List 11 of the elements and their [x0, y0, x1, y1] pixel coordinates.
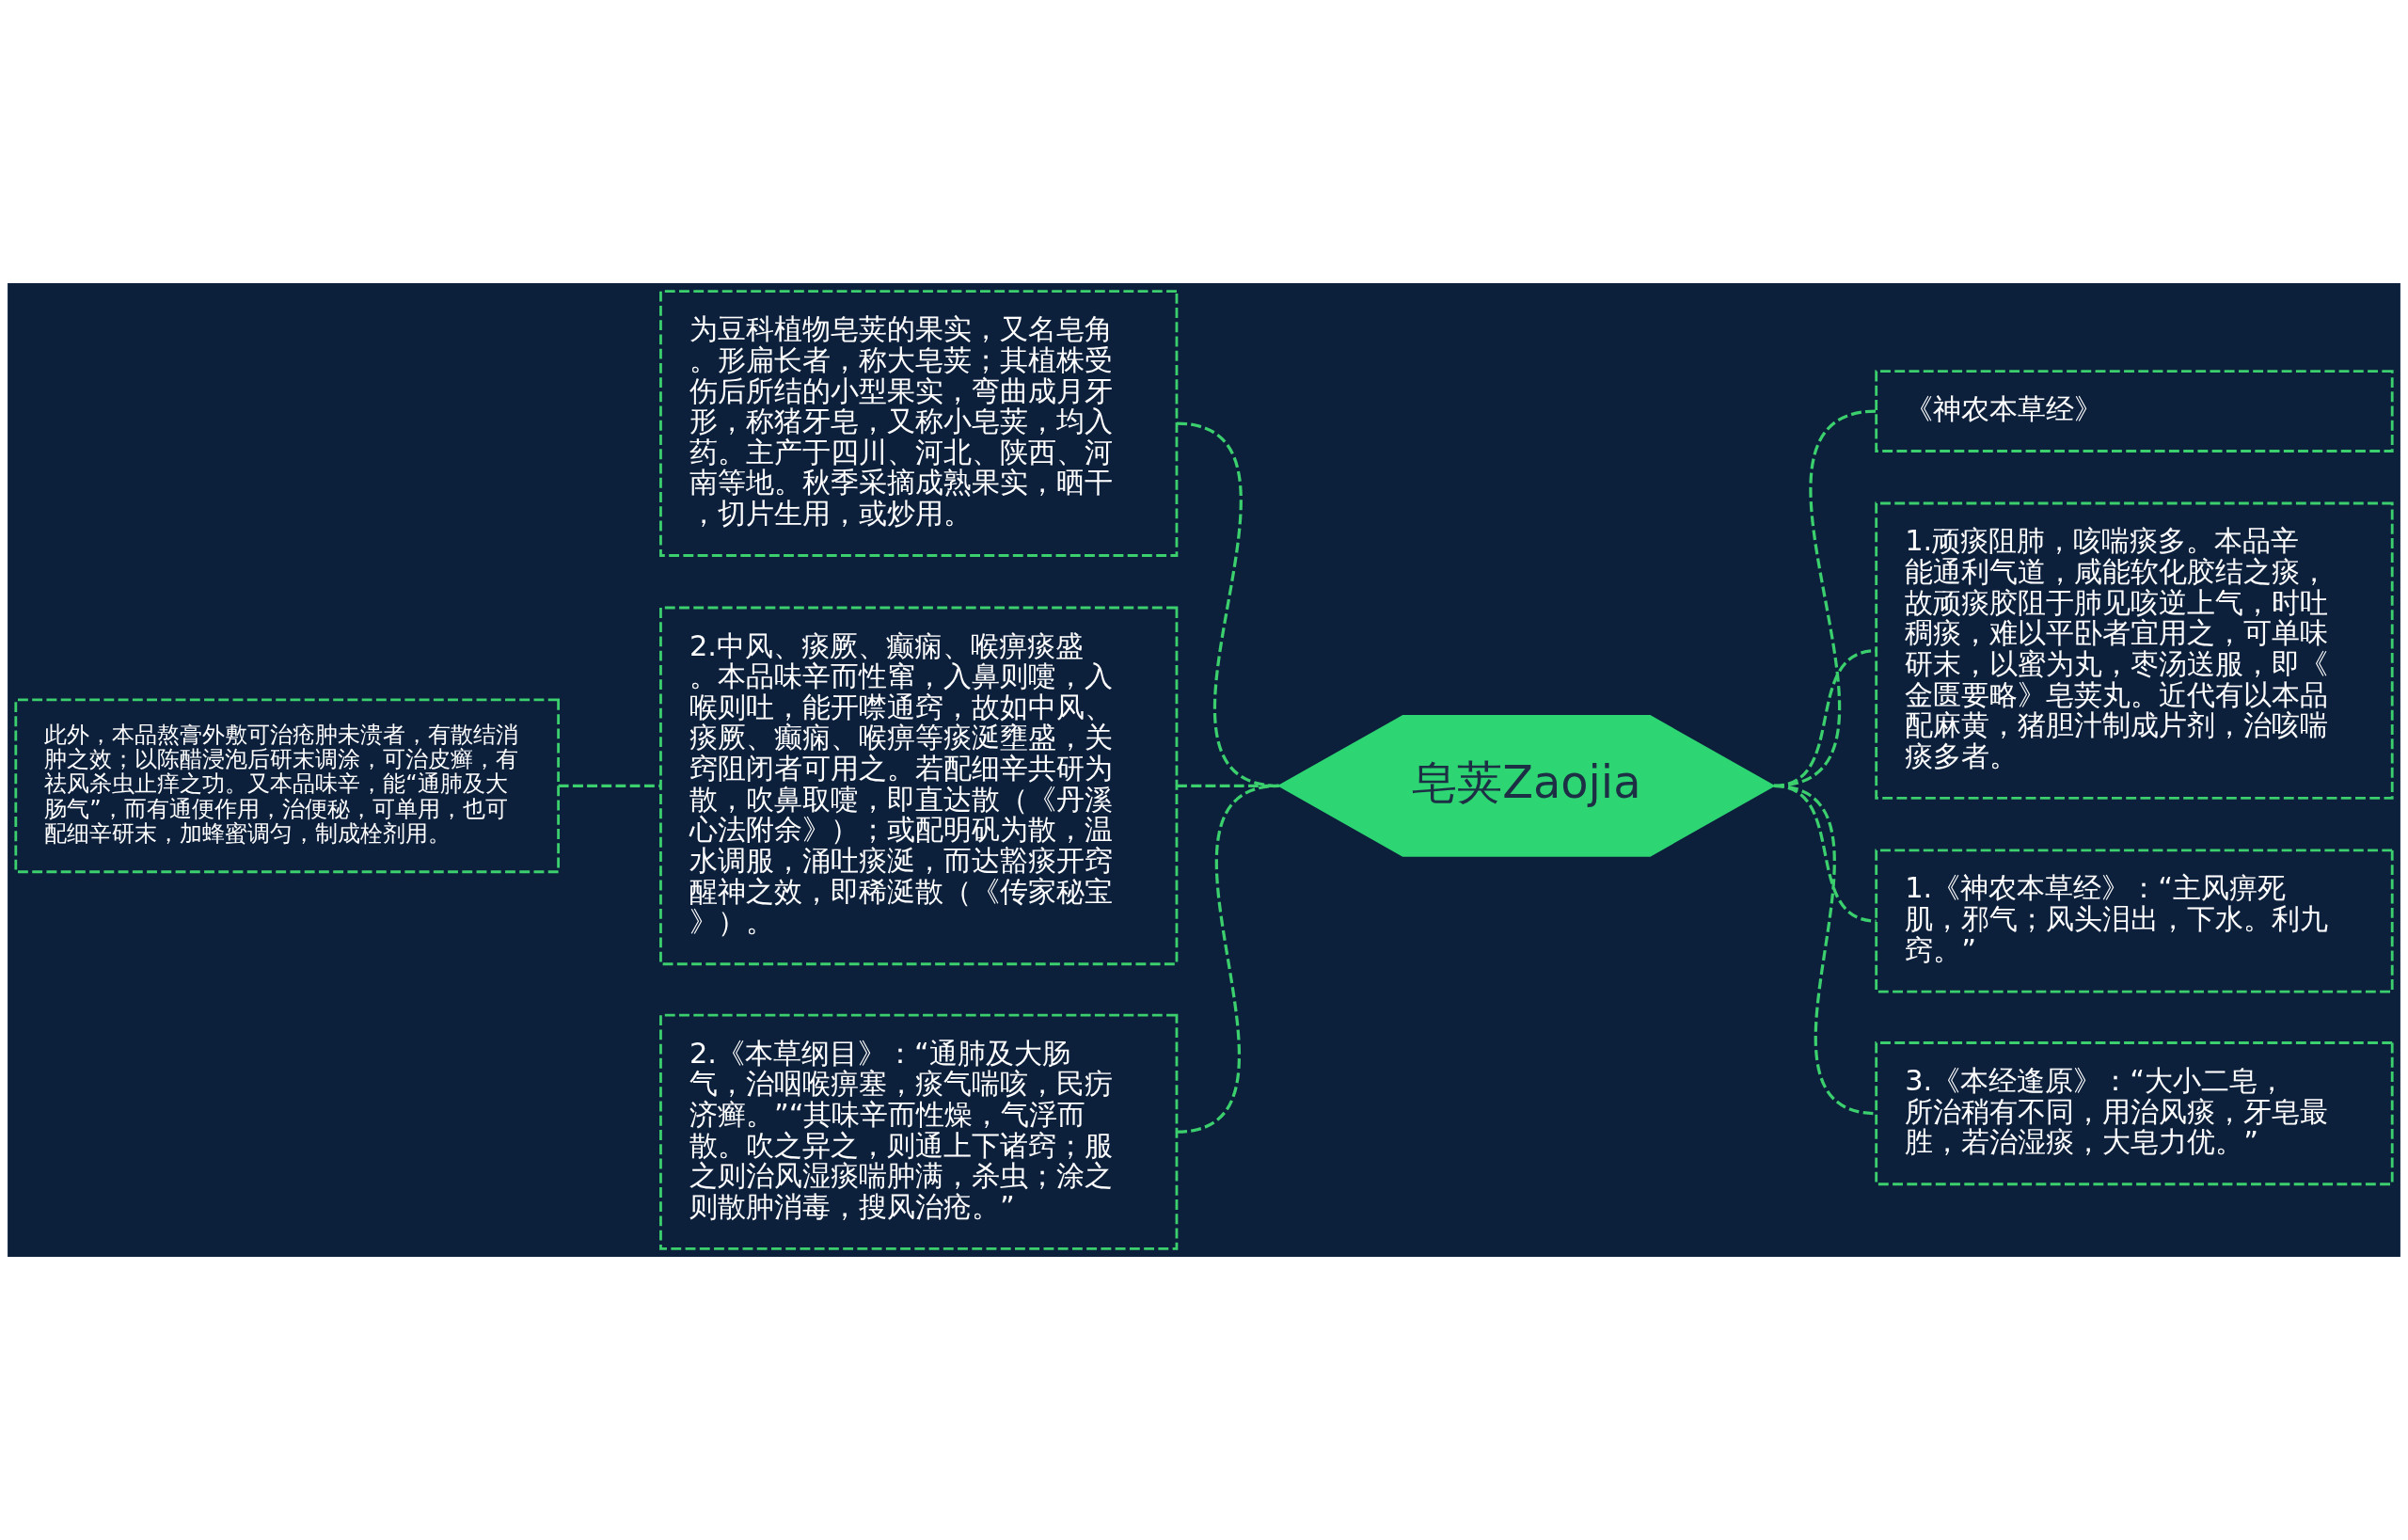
node-box: 此外，本品熬膏外敷可治疮肿未溃者，有散结消肿之效；以陈醋浸泡后研末调涂，可治皮癣，有祛风杀虫止痒之功。又本品味辛，能“通肺及大肠气”，而有通便作用，治便秘，可单用，也可配细辛研末，加蜂蜜调匀，制成栓剂用。 [14, 698, 561, 874]
connector [1176, 784, 1280, 1134]
node-box: 《神农本草经》 [1875, 370, 2394, 452]
node-box: 1.《神农本草经》：“主风痹死肌，邪气；风头泪出，下水。利九窍。” [1875, 849, 2394, 993]
connector [1773, 784, 1877, 1116]
node-box: 3.《本经逢原》：“大小二皂，所治稍有不同，用治风痰，牙皂最胜，若治湿痰，大皂力优。” [1875, 1041, 2394, 1186]
node-box: 2.中风、痰厥、癫痫、喉痹痰盛。本品味辛而性窜，入鼻则嚏，入喉则吐，能开噤通窍，故如中风、痰厥、癫痫、喉痹等痰涎壅盛，关窍阻闭者可用之。若配细辛共研为散，吹鼻取嚏，即直达散（《丹溪心法附余》）；或配明矾为散，温水调服，涌吐痰涎，而达豁痰开窍醒神之效，即稀涎散（《传家秘宝》）。 [659, 606, 1179, 966]
node-box: 2.《本草纲目》：“通肺及大肠气，治咽喉痹塞，痰气喘咳，民疠济癣。”“其味辛而性燥，气浮而散。吹之异之，则通上下诸窍；服之则治风湿痰喘肿满，杀虫；涂之则散肿消毒，搜风治疮。” [659, 1013, 1179, 1250]
node-box: 为豆科植物皂荚的果实，又名皂角。形扁长者，称大皂荚；其植株受伤后所结的小型果实，弯曲成月牙形，称猪牙皂，又称小皂荚，均入药。主产于四川、河北、陕西、河南等地。秋季采摘成熟果实，晒干，切片生用，或炒用。 [659, 290, 1179, 557]
node-box: 1.顽痰阻肺，咳喘痰多。本品辛能通利气道，咸能软化胶结之痰，故顽痰胶阻于肺见咳逆上气，时吐稠痰，难以平卧者宜用之，可单味研末，以蜜为丸，枣汤送服，即《金匮要略》皂荚丸。近代有以本品配麻黄，猪胆汁制成片剂，治咳喘痰多者。 [1875, 501, 2394, 800]
connector [558, 784, 661, 787]
